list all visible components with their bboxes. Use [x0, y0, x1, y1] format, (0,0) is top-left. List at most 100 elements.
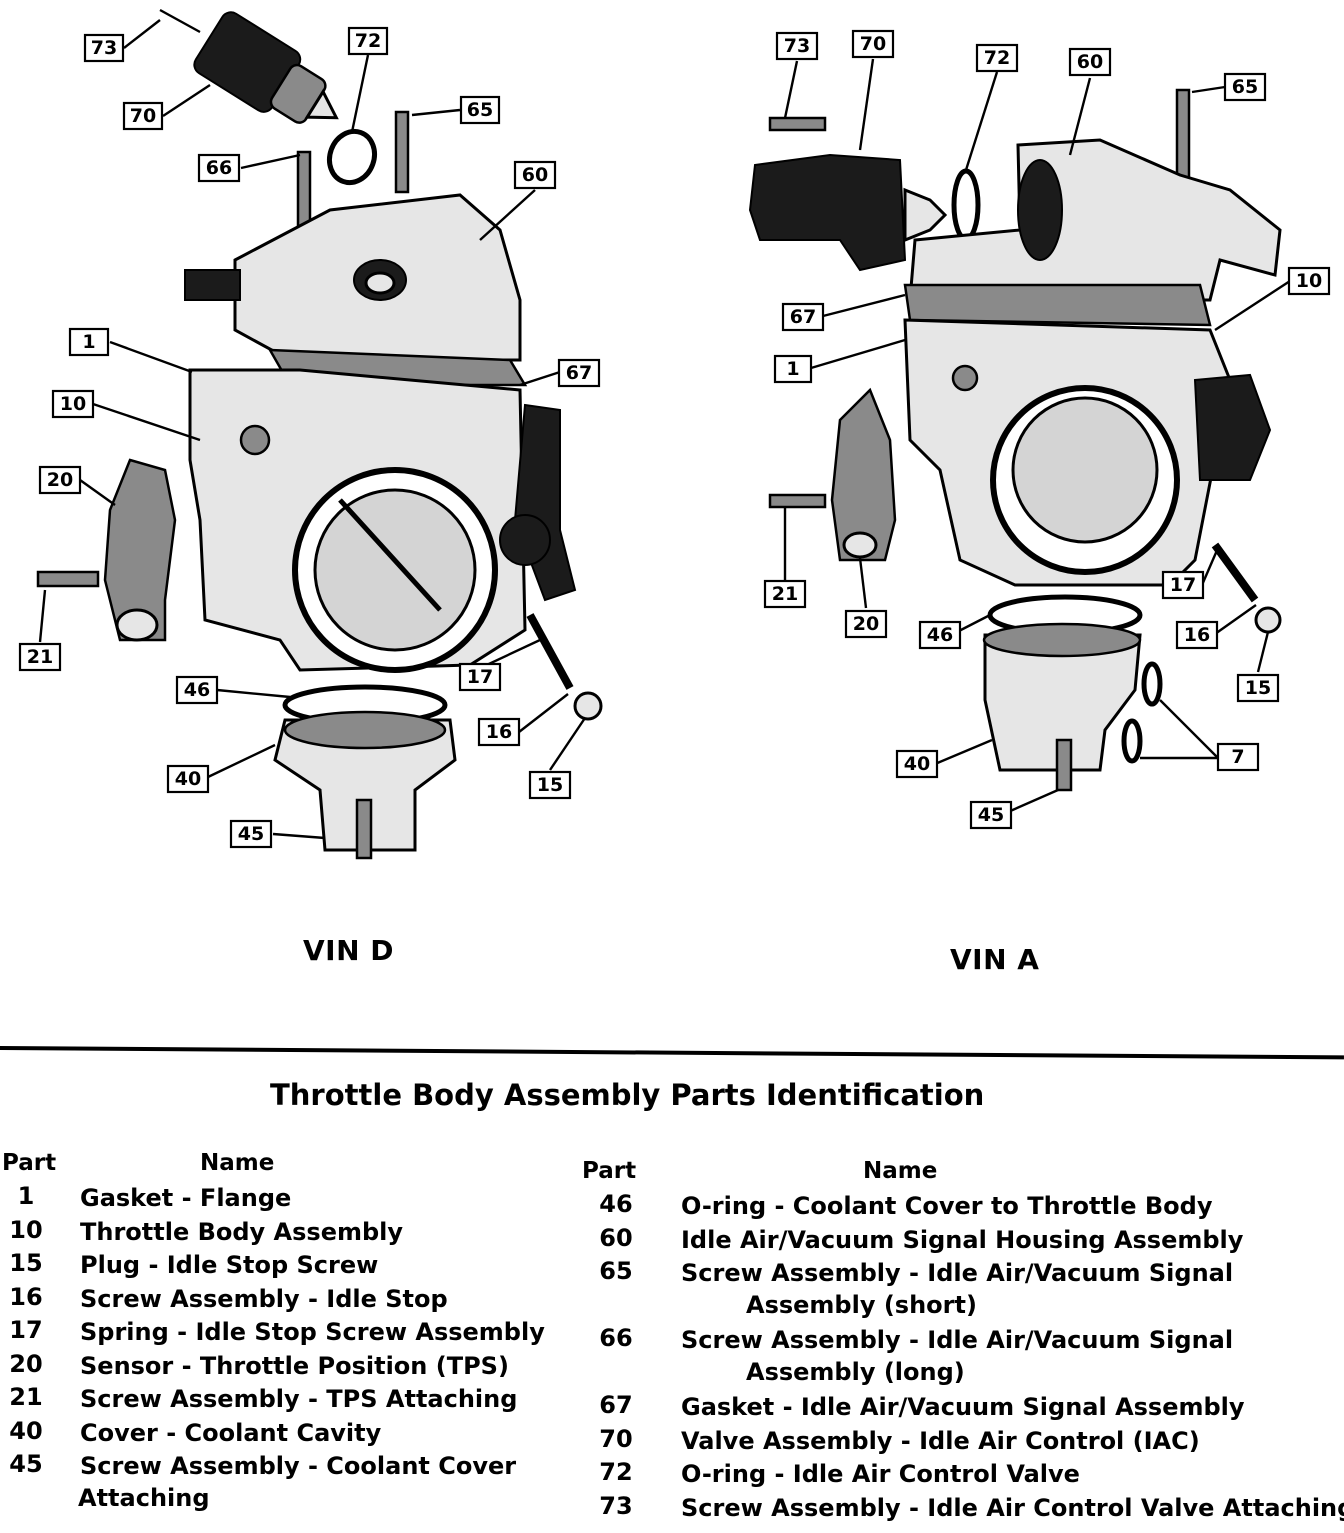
- part-number: 46: [599, 1190, 633, 1218]
- svg-text:10: 10: [1296, 270, 1322, 292]
- vin-a-callout-67: 67: [781, 302, 825, 332]
- vin-a-o-ring: [951, 168, 981, 242]
- svg-text:16: 16: [486, 721, 512, 743]
- part-name-continued: Attaching: [78, 1483, 210, 1512]
- part-name: Screw Assembly - Idle Air/Vacuum Signal: [681, 1326, 1234, 1354]
- vin-a-screw-73: [768, 116, 827, 132]
- svg-text:40: 40: [175, 768, 201, 790]
- vin-a-iac-valve: [748, 153, 907, 272]
- vin-d-callout-45: 45: [229, 819, 273, 849]
- vin-d-screw-21: [36, 570, 100, 588]
- svg-text:67: 67: [790, 306, 816, 328]
- part-name: Screw Assembly - Idle Air Control Valve …: [681, 1493, 1344, 1522]
- svg-text:1: 1: [786, 358, 799, 380]
- part-number: 17: [9, 1316, 43, 1344]
- vin-d-callout-16: 16: [477, 717, 521, 747]
- svg-text:7: 7: [1231, 746, 1244, 768]
- part-name: O-ring - Idle Air Control Valve: [681, 1460, 1080, 1488]
- svg-text:60: 60: [1077, 51, 1103, 73]
- svg-text:20: 20: [853, 613, 879, 635]
- svg-text:60: 60: [522, 164, 548, 186]
- part-name: Sensor - Throttle Position (TPS): [80, 1351, 509, 1380]
- vin-a-callout-40: 40: [895, 749, 939, 779]
- vin-a-screw-45: [1055, 738, 1073, 792]
- part-column-header: Part: [2, 1150, 57, 1176]
- name-column-header: Name: [863, 1158, 938, 1184]
- vin-d-callout-20: 20: [38, 465, 82, 495]
- part-number: 65: [599, 1257, 633, 1285]
- vin-d-callout-21: 21: [18, 642, 62, 672]
- svg-text:67: 67: [566, 362, 592, 384]
- vin-a-callout-46: 46: [918, 620, 962, 650]
- part-number: 70: [599, 1424, 633, 1453]
- svg-text:40: 40: [904, 753, 930, 775]
- vin-d-callout-17: 17: [458, 662, 502, 692]
- part-name: Spring - Idle Stop Screw Assembly: [80, 1318, 545, 1346]
- part-name: Screw Assembly - Coolant Cover: [80, 1452, 517, 1480]
- part-name-continued: Assembly (short): [746, 1290, 977, 1319]
- svg-text:16: 16: [1184, 624, 1210, 646]
- vin-d-callout-73: 73: [83, 33, 125, 63]
- svg-text:72: 72: [984, 47, 1010, 69]
- vin-a-callout-72: 72: [975, 43, 1019, 73]
- vin-a-label: VIN A: [950, 943, 1040, 976]
- vin-a-callout-60: 60: [1068, 47, 1112, 77]
- vin-d-callout-65: 65: [459, 95, 501, 125]
- vin-d-iac-valve: [193, 11, 339, 124]
- svg-text:73: 73: [91, 37, 117, 59]
- vin-a-callout-45: 45: [969, 800, 1013, 830]
- vin-d-callout-1: 1: [68, 327, 110, 357]
- vin-d-callout-66: 66: [197, 153, 241, 183]
- vin-d-tps: [103, 458, 177, 642]
- part-name: Plug - Idle Stop Screw: [80, 1251, 379, 1279]
- svg-text:45: 45: [238, 823, 264, 845]
- part-number: 73: [599, 1491, 633, 1520]
- svg-text:45: 45: [978, 804, 1004, 826]
- vin-d-o-ring: [326, 128, 378, 186]
- parts-row: 73 Screw Assembly - Idle Air Control Valv…: [580, 1491, 1344, 1526]
- vin-a-illustration: [748, 88, 1282, 792]
- parts-table-title: Throttle Body Assembly Parts Identificat…: [270, 1078, 985, 1112]
- svg-text:21: 21: [772, 583, 798, 605]
- part-name: O-ring - Coolant Cover to Throttle Body: [681, 1192, 1213, 1220]
- parts-row: 46 O-ring - Coolant Cover to Throttle Bod…: [580, 1190, 1340, 1224]
- parts-row: 17 Spring - Idle Stop Screw Assembly: [0, 1316, 560, 1350]
- vin-d-illustration: [36, 8, 603, 860]
- callouts: 73 72 70 65 66 60 1 67 10 20 21 46 17 16…: [18, 26, 1331, 849]
- part-number: 1: [17, 1182, 35, 1210]
- part-name: Screw Assembly - TPS Attaching: [80, 1385, 518, 1413]
- vin-a-o-ring-7-upper: [1141, 661, 1163, 707]
- vin-d-coolant-cover: [273, 718, 457, 852]
- part-name: Screw Assembly - Idle Stop: [80, 1284, 448, 1313]
- vin-d-callout-72: 72: [347, 26, 389, 56]
- vin-d-callout-67: 67: [557, 358, 601, 388]
- part-name: Idle Air/Vacuum Signal Housing Assembly: [681, 1225, 1244, 1254]
- vin-d-callout-70: 70: [122, 101, 164, 131]
- svg-text:46: 46: [184, 679, 210, 701]
- vin-a-tps: [830, 387, 897, 562]
- part-number: 67: [599, 1391, 633, 1419]
- svg-text:20: 20: [47, 469, 73, 491]
- vin-a-screw-21: [768, 493, 827, 509]
- svg-text:70: 70: [860, 33, 886, 55]
- vin-a-callout-70: 70: [851, 29, 895, 59]
- svg-text:65: 65: [1232, 76, 1258, 98]
- svg-text:70: 70: [130, 105, 156, 127]
- svg-text:66: 66: [206, 157, 232, 179]
- part-name-continued: Assembly (long): [746, 1357, 965, 1386]
- svg-text:21: 21: [27, 646, 53, 668]
- vin-a-callout-15: 15: [1236, 673, 1280, 703]
- leader-lines: [38, 19, 1291, 840]
- part-number: 40: [9, 1416, 43, 1445]
- vin-a-callout-17: 17: [1161, 570, 1205, 600]
- svg-text:72: 72: [355, 30, 381, 52]
- vin-d-callout-40: 40: [166, 764, 210, 794]
